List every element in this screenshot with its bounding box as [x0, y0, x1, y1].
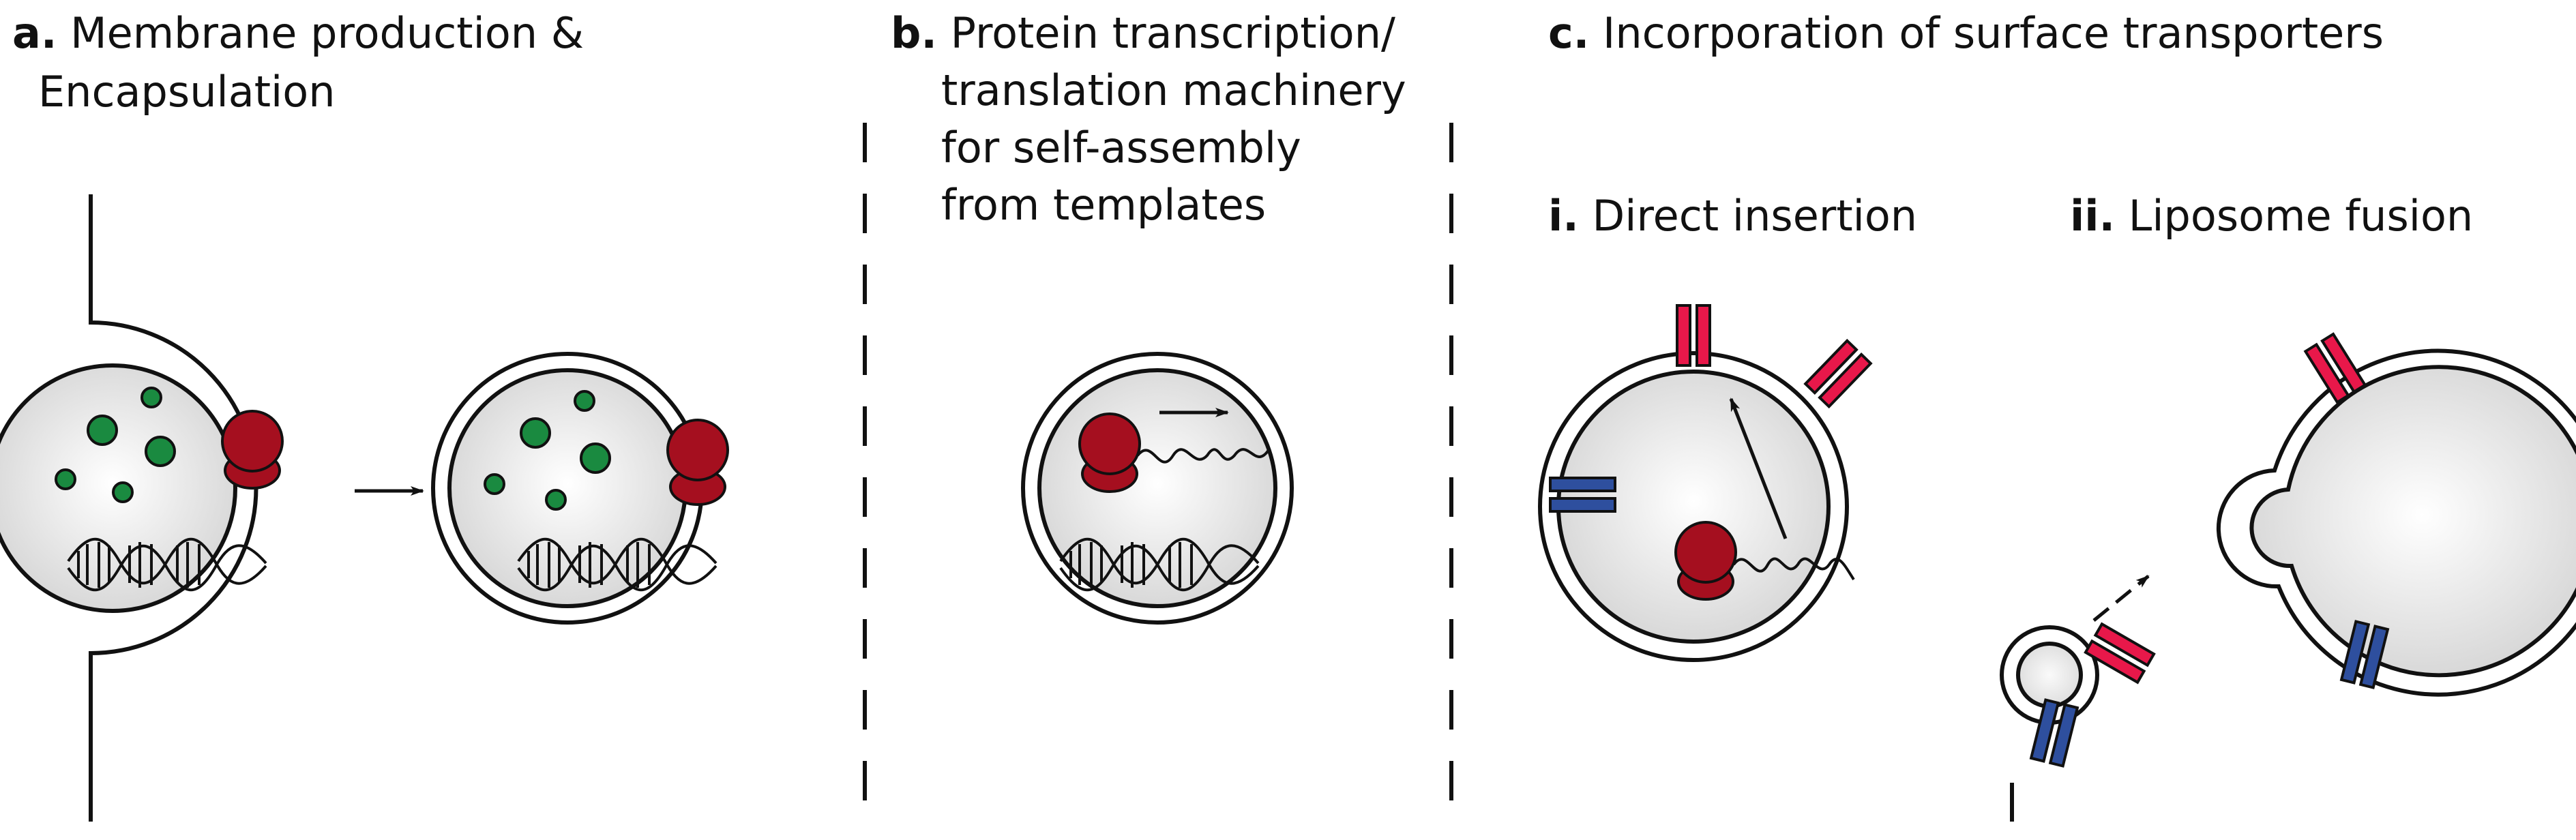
panel-c-ii-title: ii. Liposome fusion: [2070, 190, 2473, 243]
panel-c-i-label: Direct insertion: [1592, 191, 1918, 241]
panel-a-title-2: Encapsulation: [38, 65, 335, 119]
ribosome-icon: [666, 419, 729, 506]
panel-a-title: a. Membrane production &: [12, 7, 584, 60]
transporter-icon: [1803, 338, 1873, 409]
fusing-cell-inner: [2249, 365, 2576, 678]
panel-b-title-line3: for self-assembly: [941, 123, 1301, 172]
ribosome-icon: [221, 410, 284, 490]
panel-c-i-diagram: [1538, 304, 1873, 662]
panel-b-title-line2: translation machinery: [941, 65, 1406, 115]
panel-c-letter: c.: [1548, 8, 1590, 58]
panel-b-letter: b.: [891, 8, 937, 58]
panel-a-letter: a.: [12, 8, 57, 58]
panel-c-ii-label: Liposome fusion: [2128, 191, 2474, 241]
panel-a-title-line1: Membrane production &: [70, 8, 584, 58]
liposome-inner: [2016, 642, 2083, 708]
panel-b-diagram: [1021, 352, 1294, 625]
mrna-icon: [1732, 557, 1855, 581]
panel-c-title: c. Incorporation of surface transporters: [1548, 7, 2384, 60]
transporter-icon: [2339, 620, 2390, 689]
metabolite-icon: [55, 387, 176, 503]
panel-c-ii-diagram: [2000, 332, 2576, 822]
metabolite-icon: [484, 390, 611, 511]
panel-b-title: b. Protein transcription/: [891, 7, 1395, 60]
transporter-icon: [1676, 304, 1711, 367]
panel-a-diagram: [0, 194, 729, 822]
panel-b-title-4: from templates: [941, 179, 1266, 232]
transporter-icon: [2029, 698, 2079, 768]
mrna-icon: [1136, 448, 1270, 464]
panel-c-i-title: i. Direct insertion: [1548, 190, 1917, 243]
panel-b-title-line4: from templates: [941, 180, 1267, 230]
dna-helix-icon: [67, 537, 267, 592]
transporter-icon: [2303, 332, 2367, 404]
dna-helix-icon: [1059, 537, 1260, 592]
panel-c-ii-numeral: ii.: [2070, 191, 2116, 241]
panel-b-title-3: for self-assembly: [941, 121, 1301, 175]
cell-inner: [1037, 368, 1277, 608]
panel-c-i-numeral: i.: [1548, 191, 1579, 241]
panel-a-title-line2: Encapsulation: [38, 67, 336, 117]
transporter-icon: [1549, 477, 1616, 513]
transporter-icon: [2084, 622, 2156, 685]
arrow-icon: [2092, 575, 2150, 622]
ribosome-icon: [1674, 521, 1737, 601]
ribosome-icon: [1078, 412, 1141, 493]
dna-helix-icon: [517, 537, 717, 592]
panel-c-title-text: Incorporation of surface transporters: [1603, 8, 2384, 58]
panel-b-title-line1: Protein transcription/: [950, 8, 1395, 58]
panel-b-title-2: translation machinery: [941, 64, 1406, 117]
arrow-icon: [1729, 397, 1788, 539]
